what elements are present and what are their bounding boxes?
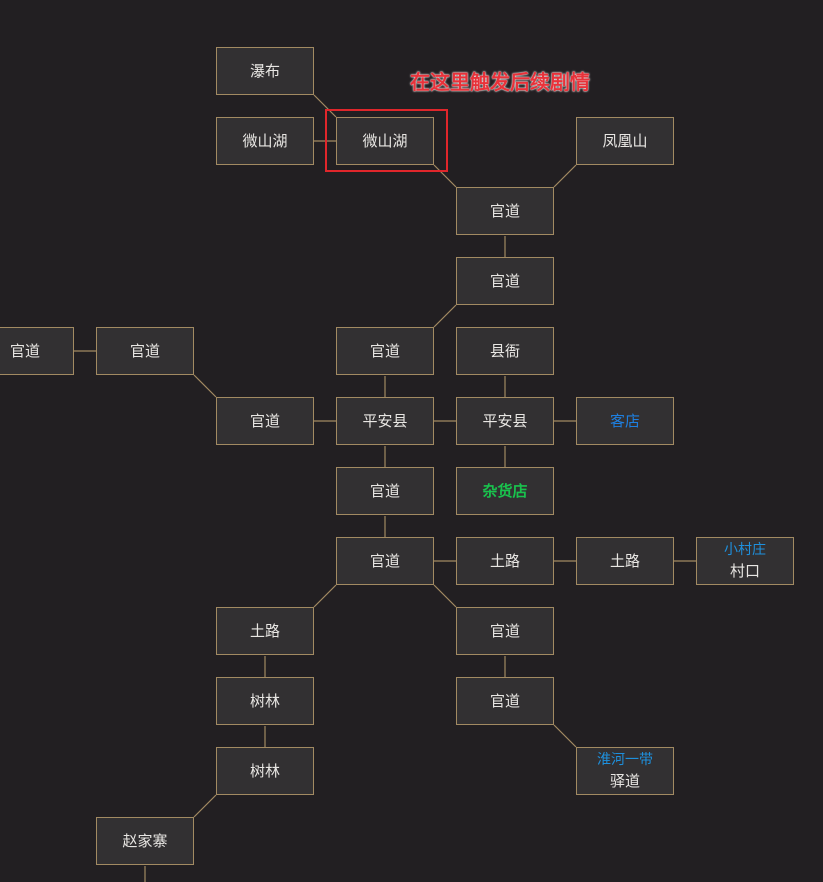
map-node-woods[interactable]: 树林 xyxy=(216,677,314,725)
node-label: 官道 xyxy=(489,272,520,290)
map-node-guandao[interactable]: 官道 xyxy=(336,537,434,585)
node-label: 土路 xyxy=(489,552,520,570)
node-label: 微山湖 xyxy=(362,132,408,150)
node-label: 杂货店 xyxy=(482,482,528,500)
map-node-pingan-county-west[interactable]: 平安县 xyxy=(336,397,434,445)
map-node-dirt-road[interactable]: 土路 xyxy=(576,537,674,585)
node-label: 平安县 xyxy=(482,412,528,430)
node-label: 村口 xyxy=(729,562,760,580)
map-node-dirt-road[interactable]: 土路 xyxy=(216,607,314,655)
node-label: 官道 xyxy=(489,202,520,220)
link xyxy=(433,304,457,328)
map-node-pingan-county-east[interactable]: 平安县 xyxy=(456,397,554,445)
node-label: 赵家寨 xyxy=(122,832,168,850)
map-node-village-entrance[interactable]: 小村庄 村口 xyxy=(696,537,794,585)
map-node-guandao-west[interactable]: 官道 xyxy=(96,327,194,375)
map-node-guandao-far-west[interactable]: 官道 xyxy=(0,327,74,375)
link xyxy=(433,584,457,608)
link xyxy=(313,94,337,118)
node-label: 官道 xyxy=(249,412,280,430)
map-node-guandao[interactable]: 官道 xyxy=(456,257,554,305)
map-node-county-yamen[interactable]: 县衙 xyxy=(456,327,554,375)
node-label: 土路 xyxy=(249,622,280,640)
map-node-dirt-road[interactable]: 土路 xyxy=(456,537,554,585)
node-label: 官道 xyxy=(129,342,160,360)
map-node-guandao[interactable]: 官道 xyxy=(456,607,554,655)
link xyxy=(313,584,337,608)
annotation-text: 在这里触发后续剧情 xyxy=(410,70,590,94)
node-label: 客店 xyxy=(609,412,640,430)
node-label: 官道 xyxy=(489,692,520,710)
map-node-zhao-stockade[interactable]: 赵家寨 xyxy=(96,817,194,865)
node-label: 树林 xyxy=(249,692,280,710)
node-label: 树林 xyxy=(249,762,280,780)
map-node-guandao[interactable]: 官道 xyxy=(456,677,554,725)
highlight-box xyxy=(325,109,448,172)
link xyxy=(433,164,457,188)
link xyxy=(193,374,217,398)
node-label: 官道 xyxy=(369,482,400,500)
node-label: 微山湖 xyxy=(242,132,288,150)
map-node-guandao[interactable]: 官道 xyxy=(336,327,434,375)
node-label: 平安县 xyxy=(362,412,408,430)
node-label: 县衙 xyxy=(489,342,520,360)
map-node-weishan-lake[interactable]: 微山湖 xyxy=(336,117,434,165)
map-node-guandao[interactable]: 官道 xyxy=(216,397,314,445)
node-label: 官道 xyxy=(489,622,520,640)
map-node-general-store[interactable]: 杂货店 xyxy=(456,467,554,515)
node-label: 土路 xyxy=(609,552,640,570)
node-label: 官道 xyxy=(369,552,400,570)
region-label: 小村庄 xyxy=(724,542,766,558)
node-label: 凤凰山 xyxy=(602,132,648,150)
map-node-inn[interactable]: 客店 xyxy=(576,397,674,445)
map-node-guandao[interactable]: 官道 xyxy=(336,467,434,515)
link xyxy=(553,724,577,748)
map-node-waterfall[interactable]: 瀑布 xyxy=(216,47,314,95)
node-label: 瀑布 xyxy=(249,62,280,80)
link xyxy=(553,164,577,188)
map-node-weishan-lake-west[interactable]: 微山湖 xyxy=(216,117,314,165)
map-node-fenghuang-mountain[interactable]: 凤凰山 xyxy=(576,117,674,165)
link xyxy=(193,794,217,818)
region-label: 淮河一带 xyxy=(597,752,653,768)
node-label: 官道 xyxy=(9,342,40,360)
map-node-woods[interactable]: 树林 xyxy=(216,747,314,795)
map-node-post-road[interactable]: 淮河一带 驿道 xyxy=(576,747,674,795)
node-label: 驿道 xyxy=(609,772,640,790)
node-label: 官道 xyxy=(369,342,400,360)
map-node-guandao[interactable]: 官道 xyxy=(456,187,554,235)
